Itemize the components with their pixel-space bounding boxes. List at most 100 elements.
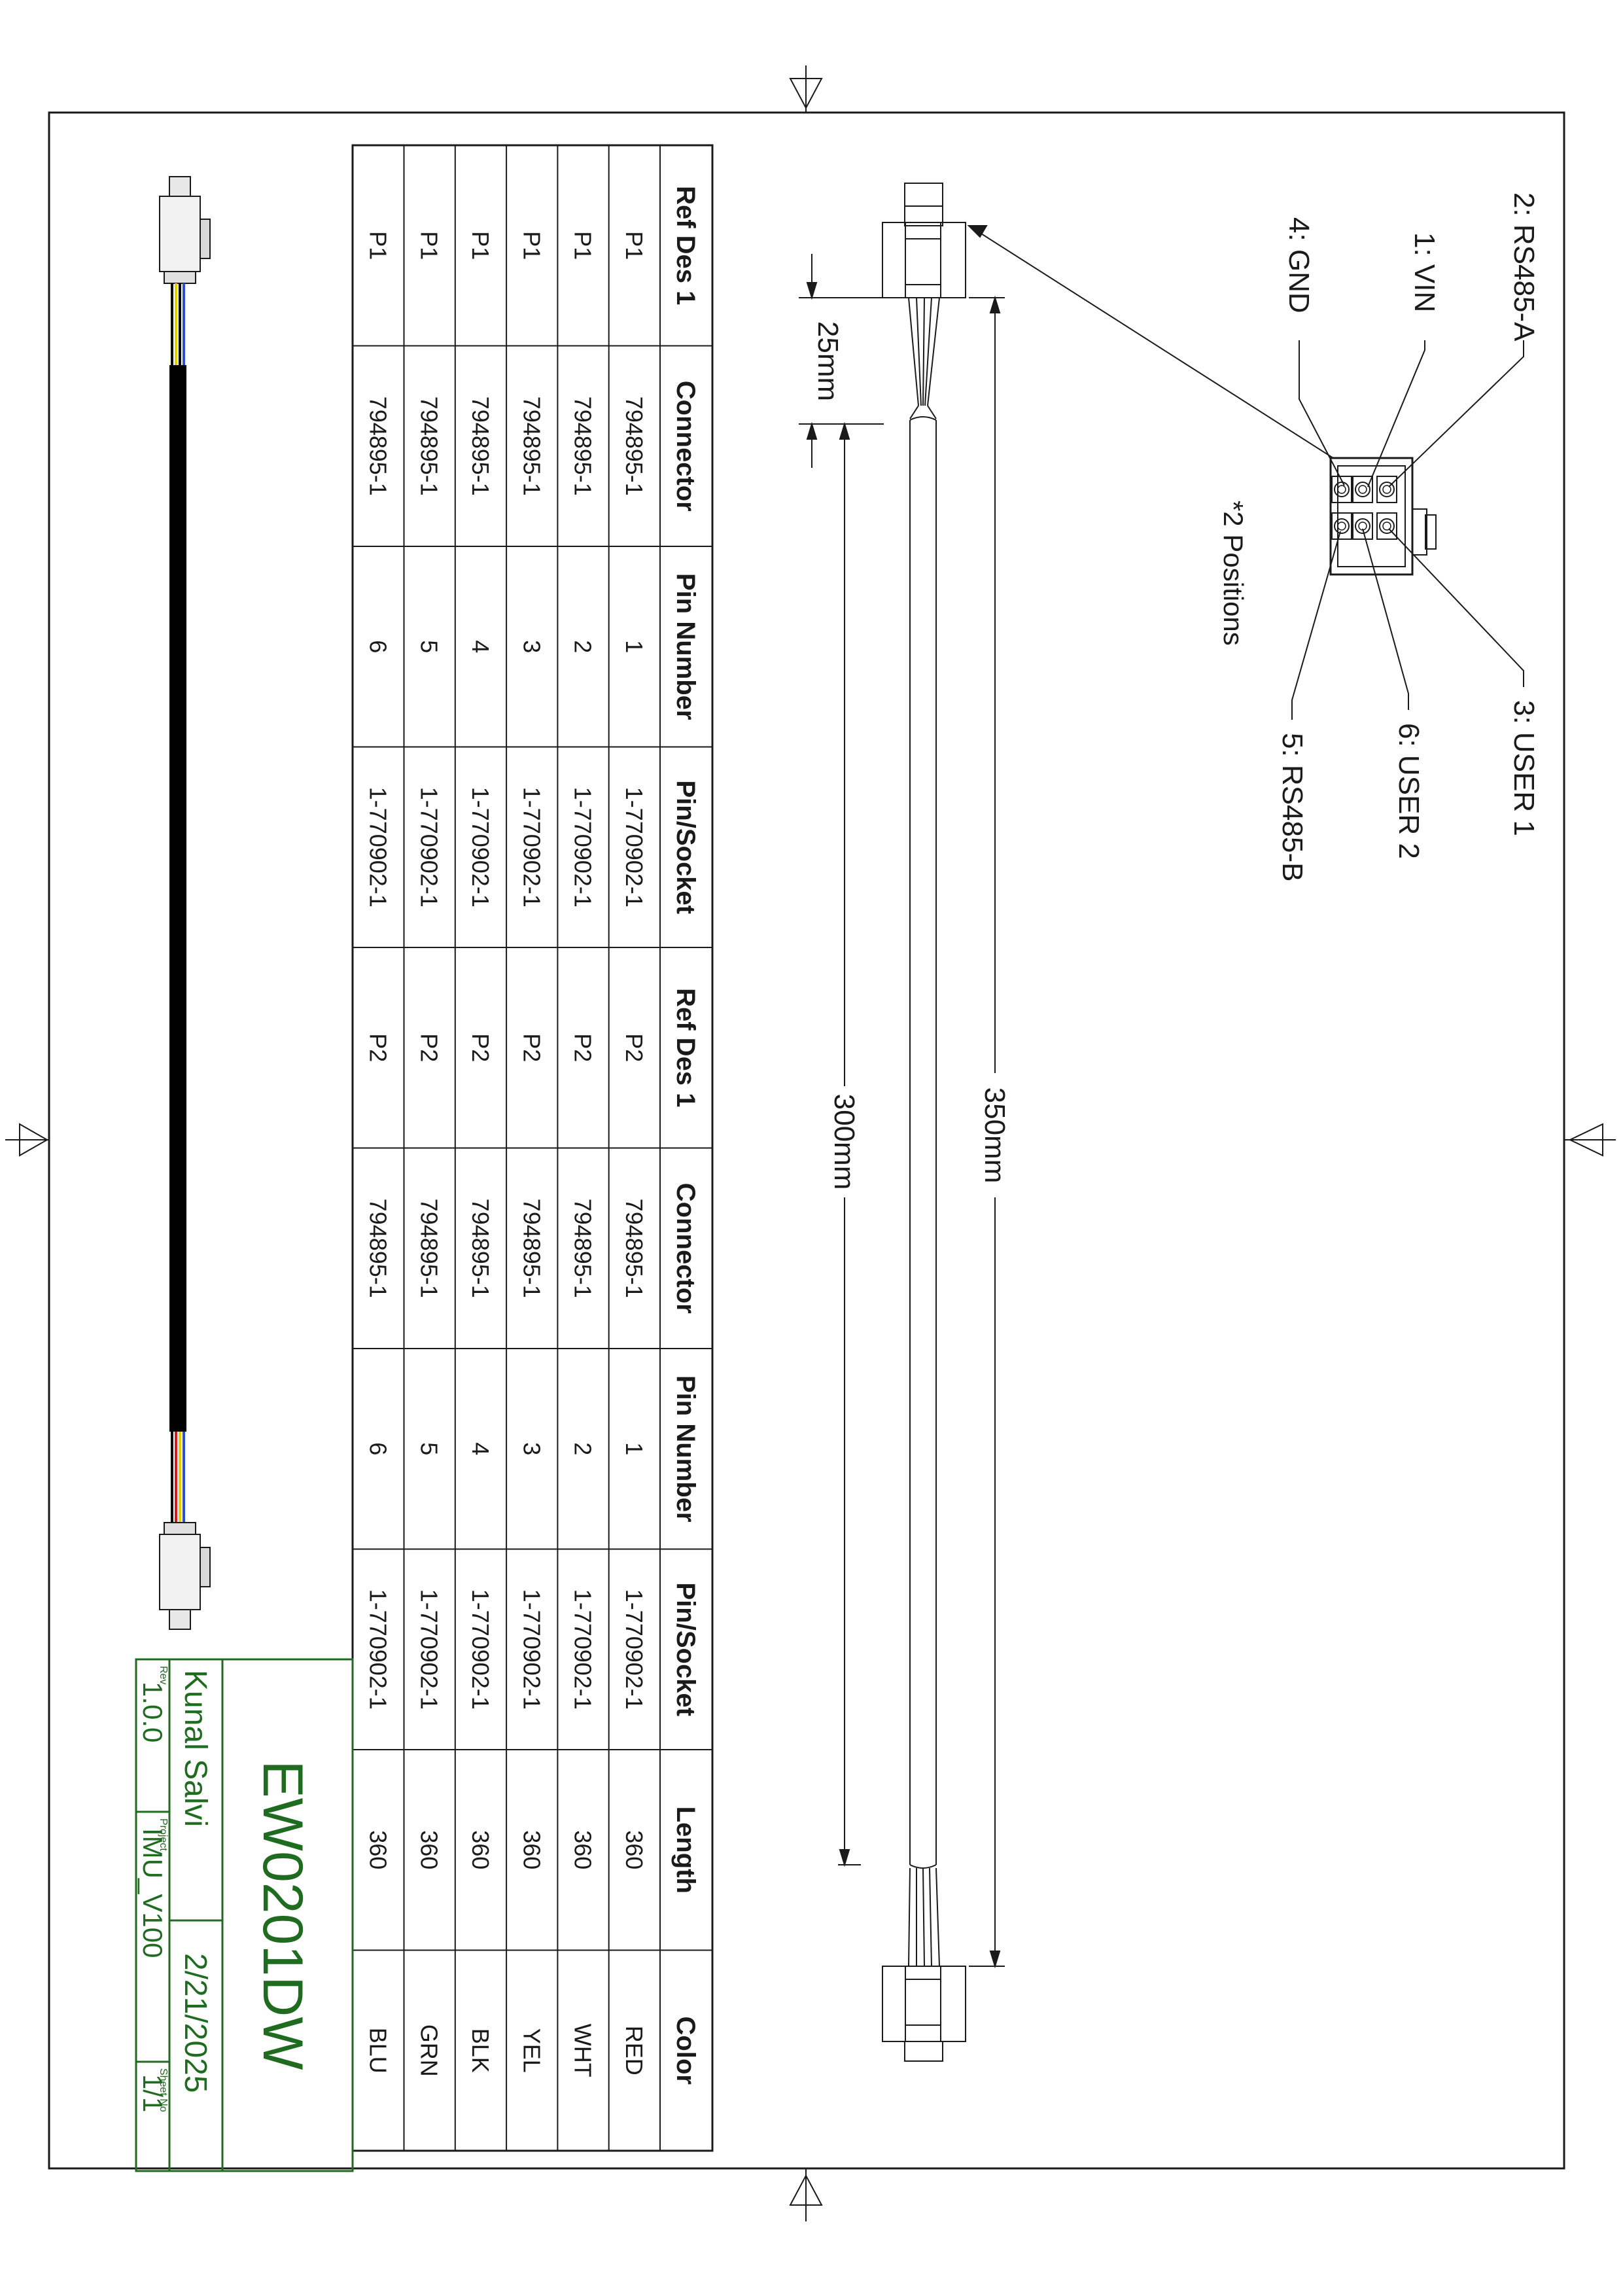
table-cell: P1: [364, 231, 391, 260]
table-cell: P2: [518, 1033, 545, 1062]
pin-cell-5: [1331, 512, 1352, 540]
wire-breakout-p2: [908, 1867, 940, 1967]
table-cell: 5: [416, 1442, 443, 1455]
pin-label-2: 2: RS485-A: [1508, 192, 1540, 342]
table-header-cell: Ref Des 1: [671, 186, 700, 305]
rotated-content: 2: RS485-A 1: VIN 4: GND 3: USER 1 6: US…: [135, 144, 1540, 2172]
dim-breakout-label: 25mm: [812, 321, 844, 401]
table-cell: P2: [364, 1033, 391, 1062]
table-header-cell: Pin Number: [671, 573, 700, 720]
connector-p1-side: [882, 183, 966, 298]
table-cell: 4: [467, 1442, 494, 1455]
positions-note: *2 Positions: [1218, 501, 1249, 646]
table-cell: 1: [621, 640, 648, 653]
table-cell: 794895-1: [621, 1199, 648, 1298]
project-name: IMU_V100: [137, 1828, 168, 1958]
pin-leader-3: [1388, 528, 1524, 687]
pin-leader-1: [1367, 340, 1425, 487]
table-cell: 1-770902-1: [416, 1589, 443, 1710]
table-cell: 794895-1: [416, 397, 443, 496]
table-cell: 6: [364, 640, 391, 653]
pin-label-3: 3: USER 1: [1508, 700, 1540, 836]
table-cell: 360: [518, 1830, 545, 1869]
table-cell: P1: [621, 231, 648, 260]
table-cell: P1: [416, 231, 443, 260]
cable-illustration: [159, 176, 211, 1630]
table-cell: 1-770902-1: [518, 1589, 545, 1710]
table-cell: 1-770902-1: [570, 787, 597, 908]
table-header-cell: Color: [671, 2017, 700, 2085]
pin-label-5: 5: RS485-B: [1276, 733, 1308, 881]
pin-leader-4: [1362, 528, 1409, 710]
project-label: Project: [158, 1818, 169, 1851]
table-cell: 360: [621, 1830, 648, 1869]
pin-cell-3: [1376, 512, 1397, 540]
table-cell: P2: [621, 1033, 648, 1062]
pin-cell-4: [1331, 476, 1352, 503]
table-header-cell: Pin/Socket: [671, 780, 700, 914]
drawing-title: EW0201DW: [251, 1760, 314, 2070]
dim-cable-label: 300mm: [828, 1094, 860, 1190]
table-header-cell: Length: [671, 1807, 700, 1894]
pin-leader-lines: [1291, 340, 1524, 720]
connector-face-view: [1329, 457, 1437, 576]
table-row: P1794895-131-770902-1P2794895-131-770902…: [518, 231, 545, 2073]
table-header-cell: Connector: [671, 381, 700, 512]
table-cell: P1: [570, 231, 597, 260]
view-arrow: [967, 225, 1334, 459]
table-header-cell: Connector: [671, 1183, 700, 1314]
table-cell: 794895-1: [518, 397, 545, 496]
table-cell: BLK: [467, 2028, 494, 2073]
illus-connector-p1: [159, 176, 211, 284]
dim-breakout: [799, 254, 884, 468]
table-cell: P2: [570, 1033, 597, 1062]
connector-p2-side: [882, 1966, 966, 2062]
sheet-label: Sheet No: [158, 2068, 169, 2112]
table-cell: 5: [416, 640, 443, 653]
table-cell: 3: [518, 640, 545, 653]
pin-leader-2: [1299, 340, 1345, 486]
table-cell: 6: [364, 1442, 391, 1455]
table-cell: 2: [570, 1442, 597, 1455]
table-cell: P1: [518, 231, 545, 260]
illus-wires-p1: [171, 283, 185, 366]
table-cell: 794895-1: [518, 1199, 545, 1298]
table-cell: 360: [364, 1830, 391, 1869]
dim-overall: [969, 295, 1005, 1969]
table-cell: 1: [621, 1442, 648, 1455]
dim-cable: [838, 421, 861, 1867]
pin-cell-1: [1352, 476, 1373, 503]
table-cell: P1: [467, 231, 494, 260]
table-cell: 1-770902-1: [518, 787, 545, 908]
table-cell: 1-770902-1: [364, 787, 391, 908]
table-cell: 794895-1: [364, 1199, 391, 1298]
table-cell: YEL: [518, 2028, 545, 2073]
table-cell: 794895-1: [467, 1199, 494, 1298]
table-cell: GRN: [416, 2024, 443, 2077]
table-cell: 360: [416, 1830, 443, 1869]
table-row: P1794895-161-770902-1P2794895-161-770902…: [364, 231, 391, 2074]
table-cell: 794895-1: [570, 397, 597, 496]
author: Kunal Salvi: [178, 1670, 213, 1827]
table-cell: 794895-1: [621, 397, 648, 496]
table-row: P1794895-141-770902-1P2794895-141-770902…: [467, 231, 494, 2073]
table-cell: WHT: [570, 2024, 597, 2077]
table-cell: 1-770902-1: [570, 1589, 597, 1710]
table-cell: 794895-1: [364, 397, 391, 496]
table-cell: 1-770902-1: [416, 787, 443, 908]
table-cell: P2: [416, 1033, 443, 1062]
table-cell: 360: [467, 1830, 494, 1869]
illus-cable-jacket: [169, 365, 186, 1432]
pin-label-1: 1: VIN: [1408, 232, 1440, 312]
table-header-cell: Ref Des 1: [671, 988, 700, 1107]
pin-label-6: 6: USER 2: [1393, 723, 1425, 859]
title-block: [135, 1658, 354, 2172]
table-cell: 1-770902-1: [621, 787, 648, 908]
table-cell: BLU: [364, 2028, 391, 2074]
pin-label-4: 4: GND: [1283, 217, 1315, 313]
illus-connector-p2: [159, 1522, 211, 1630]
table-cell: 1-770902-1: [364, 1589, 391, 1710]
illus-wires-p2: [171, 1432, 185, 1534]
table-cell: 360: [570, 1830, 597, 1869]
dim-overall-label: 350mm: [979, 1087, 1011, 1184]
